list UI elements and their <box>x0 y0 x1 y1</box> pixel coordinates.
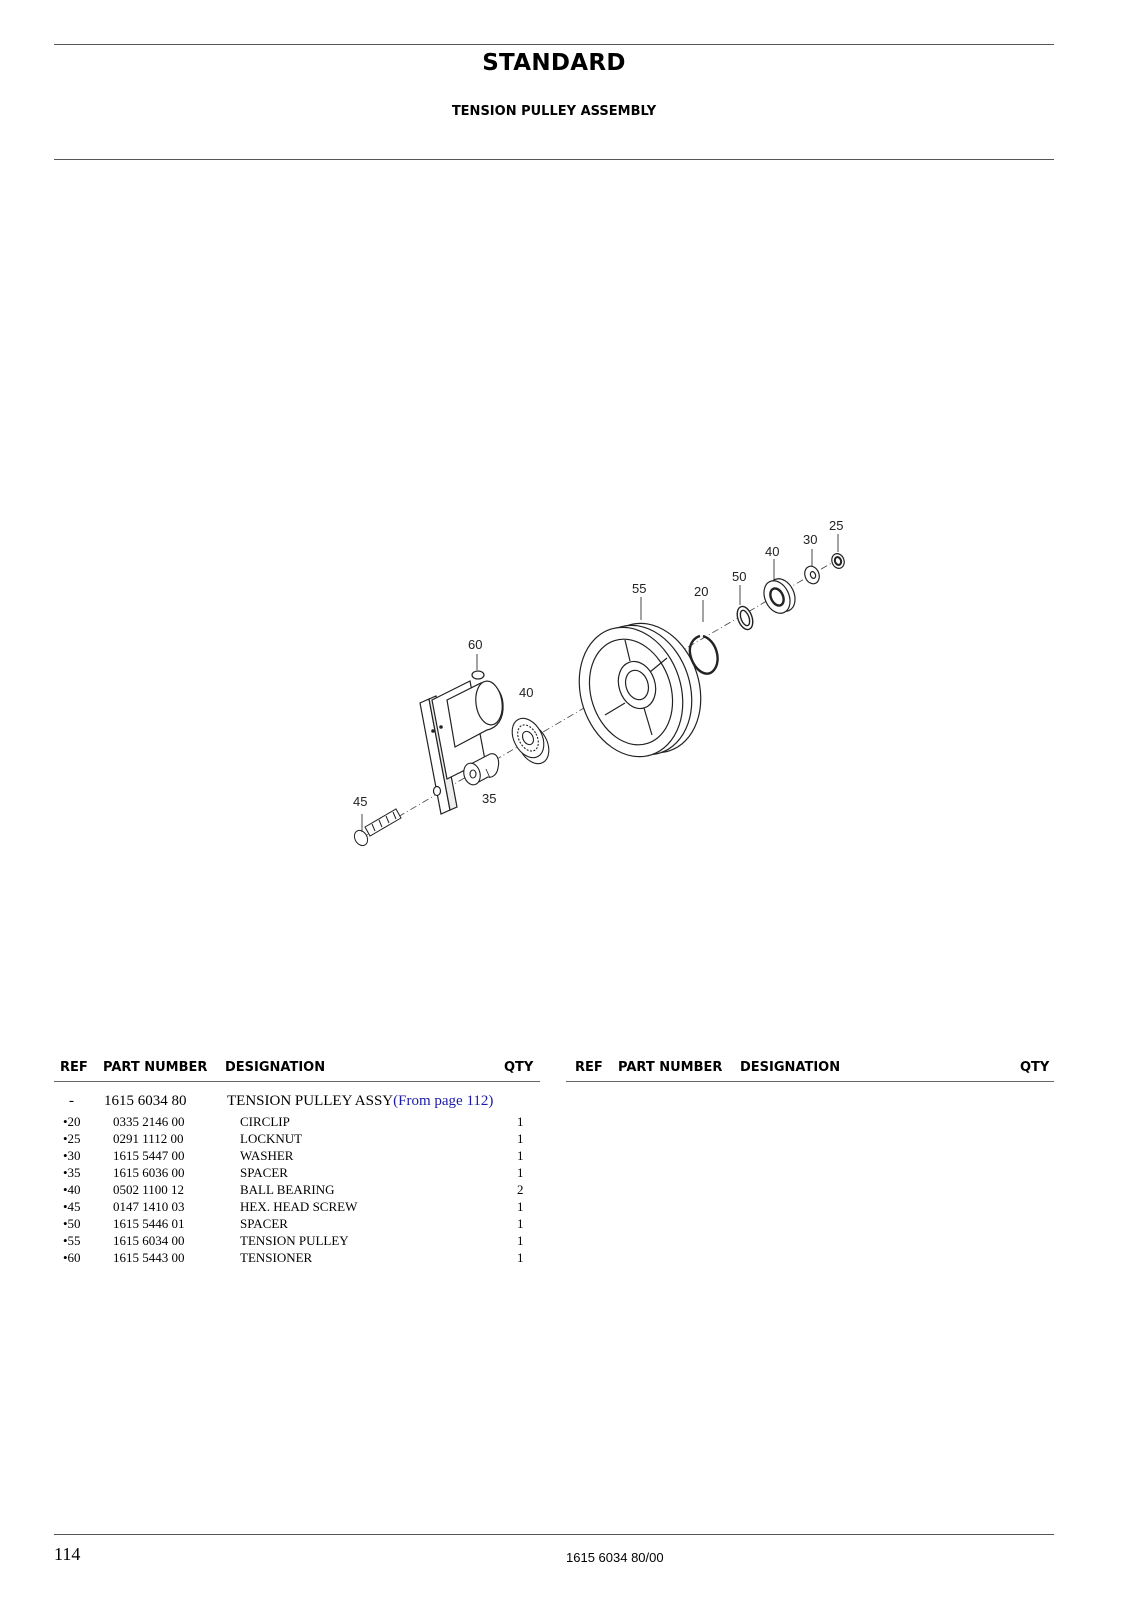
designation-cell: HEX. HEAD SCREW <box>240 1199 358 1214</box>
ref-cell: •45 <box>63 1199 81 1214</box>
part-number-cell: 0147 1410 03 <box>113 1199 185 1214</box>
table-row: •35 1615 6036 00 SPACER 1 <box>54 1164 534 1181</box>
washer-part <box>804 565 820 585</box>
callout-label: 50 <box>732 569 746 584</box>
assembly-row: - 1615 6034 80 TENSION PULLEY ASSY(From … <box>54 1093 534 1110</box>
ref-cell: •50 <box>63 1216 81 1231</box>
column-header-ref: REF <box>575 1060 603 1075</box>
column-header-designation: DESIGNATION <box>225 1060 326 1075</box>
header-top-rule <box>54 44 1054 45</box>
callout-label: 35 <box>482 791 496 806</box>
tensioner-part <box>419 670 504 815</box>
callout-label: 40 <box>765 544 779 559</box>
page-title: STANDARD <box>482 50 626 76</box>
from-page-link[interactable]: (From page 112) <box>393 1093 494 1109</box>
table-row: •55 1615 6034 00 TENSION PULLEY 1 <box>54 1232 534 1249</box>
table-row: •25 0291 1112 00 LOCKNUT 1 <box>54 1130 534 1147</box>
document-number: 1615 6034 80/00 <box>566 1550 664 1565</box>
column-header-part-number: PART NUMBER <box>618 1060 723 1075</box>
part-number-cell: 1615 6034 80 <box>104 1093 187 1109</box>
designation-cell: TENSIONER <box>240 1250 313 1265</box>
column-header-part-number: PART NUMBER <box>103 1060 208 1075</box>
qty-cell: 1 <box>517 1216 524 1231</box>
table-header-rule-right <box>566 1081 1054 1082</box>
designation-cell: LOCKNUT <box>240 1131 303 1146</box>
locknut-part <box>831 553 845 569</box>
ref-cell: •25 <box>63 1131 81 1146</box>
ref-cell: •30 <box>63 1148 81 1163</box>
part-number-cell: 1615 5446 01 <box>113 1216 185 1231</box>
table-row: •45 0147 1410 03 HEX. HEAD SCREW 1 <box>54 1198 534 1215</box>
callout-label: 40 <box>519 685 533 700</box>
part-number-cell: 0502 1100 12 <box>113 1182 185 1197</box>
callout-label: 60 <box>468 637 482 652</box>
qty-cell: 1 <box>517 1131 524 1146</box>
spacer-ring-part <box>736 605 754 631</box>
part-number-cell: 0335 2146 00 <box>113 1114 185 1129</box>
part-number-cell: 1615 6034 00 <box>113 1233 185 1248</box>
designation-cell: CIRCLIP <box>240 1114 290 1129</box>
callout-label: 55 <box>632 581 646 596</box>
callout-label: 20 <box>694 584 708 599</box>
ref-cell: •55 <box>63 1233 81 1248</box>
callout-label: 25 <box>829 518 843 533</box>
page-number: 114 <box>54 1544 81 1564</box>
qty-cell: 1 <box>517 1250 524 1265</box>
designation-text: TENSION PULLEY ASSY <box>227 1093 394 1109</box>
part-number-cell: 1615 6036 00 <box>113 1165 185 1180</box>
ball-bearing-part-right <box>763 578 796 614</box>
ref-cell: •60 <box>63 1250 81 1265</box>
table-header-rule-left <box>54 1081 540 1082</box>
tension-pulley-part <box>578 622 702 758</box>
designation-cell: TENSION PULLEY <box>240 1233 349 1248</box>
qty-cell: 1 <box>517 1148 524 1163</box>
table-row: •40 0502 1100 12 BALL BEARING 2 <box>54 1181 534 1198</box>
part-number-cell: 1615 5443 00 <box>113 1250 185 1265</box>
qty-cell: 1 <box>517 1165 524 1180</box>
designation-cell: BALL BEARING <box>240 1182 335 1197</box>
callout-leader-lines <box>361 534 839 832</box>
callout-label: 45 <box>353 794 367 809</box>
qty-cell: 1 <box>517 1199 524 1214</box>
column-header-qty: QTY <box>504 1060 534 1075</box>
exploded-view-diagram: 25 30 40 50 20 55 60 40 45 35 <box>353 518 845 847</box>
callout-label: 30 <box>803 532 817 547</box>
column-header-designation: DESIGNATION <box>740 1060 841 1075</box>
table-row: •60 1615 5443 00 TENSIONER 1 <box>54 1249 534 1266</box>
ref-cell: •20 <box>63 1114 81 1129</box>
designation-cell: TENSION PULLEY ASSY(From page 112) <box>227 1093 493 1110</box>
ref-cell: •40 <box>63 1182 81 1197</box>
footer-rule <box>54 1534 1054 1535</box>
designation-cell: SPACER <box>240 1216 288 1231</box>
ref-cell: •35 <box>63 1165 81 1180</box>
spacer-part <box>463 753 500 786</box>
designation-cell: WASHER <box>240 1148 294 1163</box>
part-number-cell: 1615 5447 00 <box>113 1148 185 1163</box>
table-row: •30 1615 5447 00 WASHER 1 <box>54 1147 534 1164</box>
circlip-part <box>688 634 719 675</box>
designation-cell: SPACER <box>240 1165 288 1180</box>
ref-cell: - <box>69 1093 74 1109</box>
qty-cell: 1 <box>517 1233 524 1248</box>
hex-head-screw-part <box>353 808 402 847</box>
qty-cell: 1 <box>517 1114 524 1129</box>
table-row: •50 1615 5446 01 SPACER 1 <box>54 1215 534 1232</box>
header-bottom-rule <box>54 159 1054 160</box>
column-header-ref: REF <box>60 1060 88 1075</box>
page-subtitle: TENSION PULLEY ASSEMBLY <box>451 104 657 119</box>
part-number-cell: 0291 1112 00 <box>113 1131 184 1146</box>
table-row: •20 0335 2146 00 CIRCLIP 1 <box>54 1113 534 1130</box>
qty-cell: 2 <box>517 1182 524 1197</box>
column-header-qty: QTY <box>1020 1060 1050 1075</box>
ball-bearing-part-left <box>511 717 550 765</box>
